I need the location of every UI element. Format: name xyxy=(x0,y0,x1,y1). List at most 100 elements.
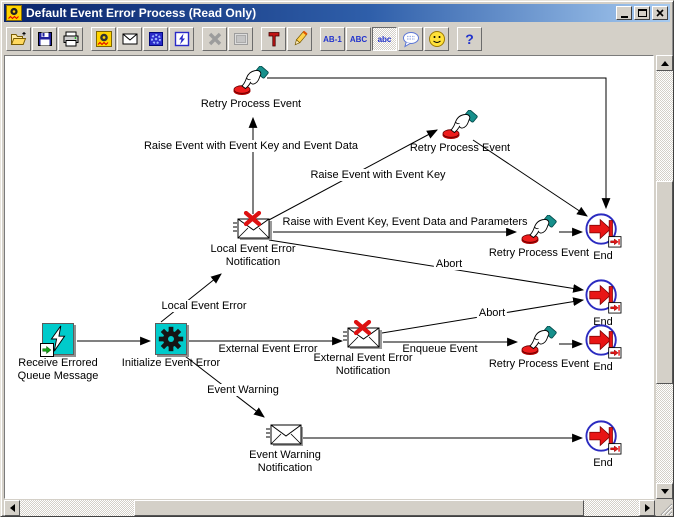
hand-button-icon xyxy=(521,326,557,356)
scroll-up-button[interactable] xyxy=(656,55,673,71)
node-receive-errored-queue-message[interactable]: Receive Errored Queue Message xyxy=(5,323,138,383)
arrow-left-icon xyxy=(9,504,15,512)
verify-button[interactable] xyxy=(261,27,286,51)
toolbar: AB-1 ABC abc ? xyxy=(4,24,670,54)
node-label-line2: Notification xyxy=(257,462,313,474)
arrow-down-icon xyxy=(660,488,669,494)
envelope-icon xyxy=(122,33,137,45)
quickview-icon xyxy=(233,33,248,45)
node-retry-process-event-4[interactable]: Retry Process Event xyxy=(459,326,619,371)
receive-arrow-badge xyxy=(40,343,54,357)
maximize-button[interactable] xyxy=(634,6,650,20)
node-label: Event Warning xyxy=(249,449,321,461)
node-label-line2: Queue Message xyxy=(17,370,99,382)
titlebar[interactable]: Default Event Error Process (Read Only) xyxy=(4,4,670,22)
scroll-right-button[interactable] xyxy=(639,500,655,516)
horizontal-scroll-thumb[interactable] xyxy=(134,500,584,516)
pencil-icon xyxy=(294,30,307,46)
delete-button-disabled[interactable] xyxy=(202,27,227,51)
print-button[interactable] xyxy=(58,27,83,51)
hand-button-icon xyxy=(233,66,269,96)
print-icon xyxy=(63,31,78,47)
notification-envelope-icon xyxy=(266,423,304,447)
end-icon xyxy=(583,419,623,455)
arrow-up-icon xyxy=(660,60,669,66)
suppress-button[interactable] xyxy=(424,27,449,51)
minimize-button[interactable] xyxy=(616,6,632,20)
comment-button[interactable] xyxy=(398,27,423,51)
scroll-down-button[interactable] xyxy=(656,483,673,499)
node-event-warning-notification[interactable]: Event Warning Notification xyxy=(205,423,365,475)
vertical-scrollbar[interactable] xyxy=(656,55,673,499)
hand-button-icon xyxy=(521,215,557,245)
help-question-icon: ? xyxy=(465,31,474,47)
new-function-button[interactable] xyxy=(143,27,168,51)
node-end-4[interactable]: End xyxy=(523,419,653,470)
new-process-button[interactable] xyxy=(91,27,116,51)
transition-label-raise-key-data: Raise Event with Event Key and Event Dat… xyxy=(141,140,361,152)
maximize-icon xyxy=(637,9,647,17)
node-label: Initialize Event Error xyxy=(121,357,221,369)
node-label: Receive Errored xyxy=(18,357,98,369)
display-lower-mode-button[interactable]: abc xyxy=(372,27,397,51)
new-notification-button[interactable] xyxy=(117,27,142,51)
resize-grip[interactable] xyxy=(656,500,673,516)
smiley-icon xyxy=(428,31,445,47)
node-end-3[interactable]: End xyxy=(523,323,653,374)
edit-button[interactable] xyxy=(287,27,312,51)
transition-label-raise-key-data-params: Raise with Event Key, Event Data and Par… xyxy=(280,216,530,228)
node-label: Retry Process Event xyxy=(488,247,590,259)
new-event-button[interactable] xyxy=(169,27,194,51)
process-icon xyxy=(95,31,112,47)
speech-bubble-icon xyxy=(402,32,419,48)
receive-message-icon xyxy=(40,323,74,357)
transition-label-raise-key: Raise Event with Event Key xyxy=(308,169,448,181)
end-icon xyxy=(583,212,623,248)
arrow-right-icon xyxy=(644,504,650,512)
transition-label-local-event-error: Local Event Error xyxy=(159,300,249,312)
horizontal-scrollbar[interactable] xyxy=(4,500,655,516)
node-label: End xyxy=(593,457,613,469)
open-button[interactable] xyxy=(6,27,31,51)
node-external-event-error-notification[interactable]: External Event Error Notification xyxy=(283,320,443,378)
help-button[interactable]: ? xyxy=(457,27,482,51)
end-icon xyxy=(583,278,623,314)
display-name-mode-button[interactable]: AB-1 xyxy=(320,27,345,51)
save-button[interactable] xyxy=(32,27,57,51)
abc-caps-label: ABC xyxy=(349,34,368,44)
function-gear-icon xyxy=(148,32,163,46)
ab1-label: AB-1 xyxy=(323,34,342,44)
window-title: Default Event Error Process (Read Only) xyxy=(26,6,257,20)
node-retry-process-event-3[interactable]: Retry Process Event xyxy=(459,215,619,260)
node-label: Retry Process Event xyxy=(200,98,302,110)
node-label: Retry Process Event xyxy=(409,142,511,154)
transition-label-abort-local: Abort xyxy=(433,258,465,270)
node-label-line2: Notification xyxy=(225,256,281,268)
node-initialize-event-error[interactable]: Initialize Event Error xyxy=(91,323,251,370)
hand-button-icon xyxy=(442,110,478,140)
vertical-scroll-thumb[interactable] xyxy=(656,181,673,384)
abc-label: abc xyxy=(377,34,392,44)
node-label-line2: Notification xyxy=(335,365,391,377)
error-notification-icon xyxy=(343,320,383,350)
display-caps-mode-button[interactable]: ABC xyxy=(346,27,371,51)
transition-label-external-event-error: External Event Error xyxy=(216,343,320,355)
scroll-left-button[interactable] xyxy=(4,500,20,516)
process-window-icon[interactable] xyxy=(6,5,22,21)
node-label: External Event Error xyxy=(313,352,413,364)
node-local-event-error-notification[interactable]: Local Event Error Notification xyxy=(173,211,333,269)
node-label: Local Event Error xyxy=(210,243,296,255)
node-retry-process-event-1[interactable]: Retry Process Event xyxy=(171,66,331,111)
hammer-icon xyxy=(268,32,279,47)
close-button[interactable] xyxy=(652,6,668,20)
node-end-2[interactable]: End xyxy=(523,278,653,329)
quickview-button-disabled[interactable] xyxy=(228,27,253,51)
node-end-1[interactable]: End xyxy=(523,212,653,263)
diagram-canvas[interactable]: Raise Event with Event Key and Event Dat… xyxy=(4,55,654,499)
delete-x-icon xyxy=(208,32,221,46)
resize-grip-icon xyxy=(660,503,673,516)
lightning-icon xyxy=(174,31,189,47)
node-retry-process-event-2[interactable]: Retry Process Event xyxy=(380,110,540,155)
transition-lines xyxy=(77,77,611,443)
